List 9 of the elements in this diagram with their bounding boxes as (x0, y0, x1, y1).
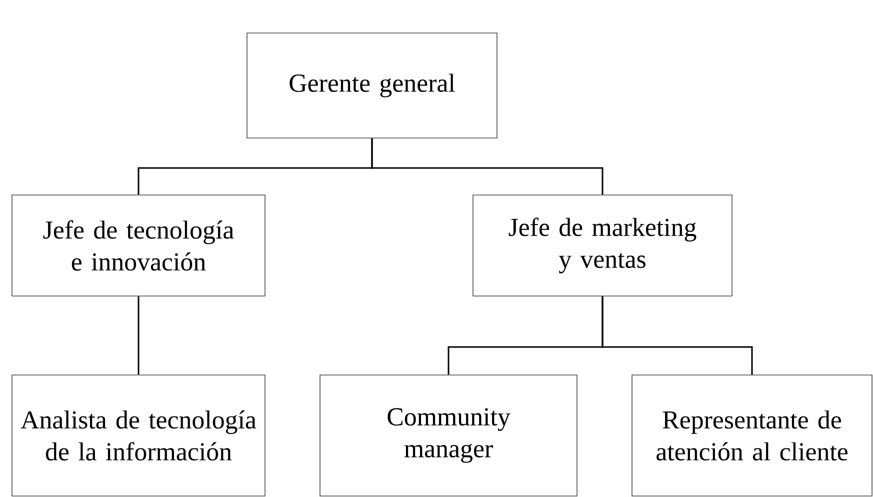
connector-line (602, 296, 753, 375)
org-box: Representante de atención al cliente (632, 374, 872, 496)
org-box: Jefe de tecnología e innovación (12, 194, 266, 296)
connector-line (371, 138, 604, 195)
org-box: Analista de tecnología de la información (12, 374, 266, 496)
org-box: Jefe de marketing y ventas (472, 194, 732, 296)
org-box: Gerente general (246, 32, 498, 138)
org-box: Community manager (320, 374, 578, 496)
connector-line (138, 296, 140, 375)
